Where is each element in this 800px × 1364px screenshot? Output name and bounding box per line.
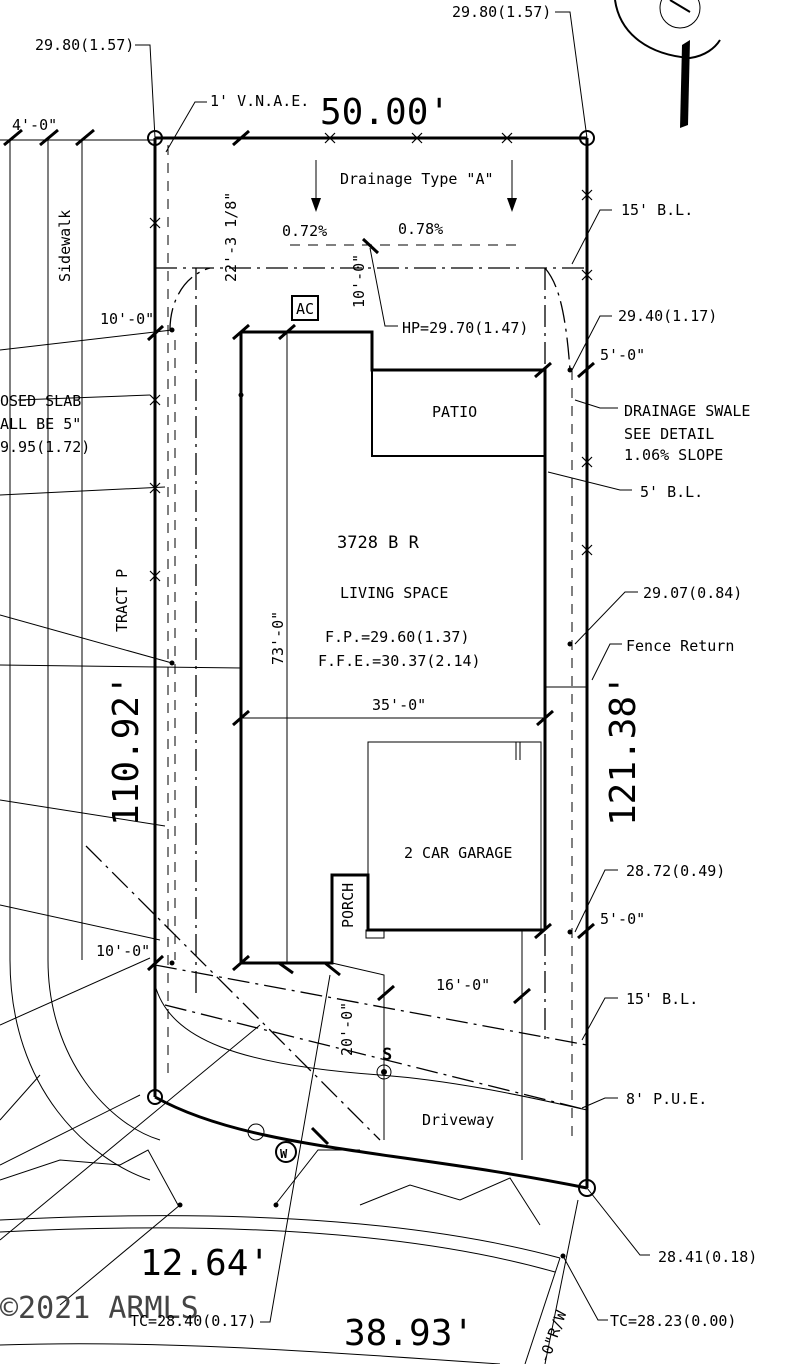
elevation-corner-br: 28.41(0.18) <box>658 1248 757 1266</box>
slope-left: 0.72% <box>282 222 327 240</box>
ffe-label: F.F.E.=30.37(2.14) <box>318 652 481 670</box>
sewer-label: S <box>382 1045 392 1065</box>
swale-note-3: 1.06% SLOPE <box>624 446 723 464</box>
elevation-right-3: 28.72(0.49) <box>626 862 725 880</box>
pue-label: 8' P.U.E. <box>626 1090 707 1108</box>
arc-length-dimension: 12.64' <box>140 1243 270 1284</box>
tc-left-label: TC=28.40(0.17) <box>130 1312 256 1330</box>
sidewalk-width: 4'-0" <box>12 116 57 134</box>
ac-offset-dimension: 10'-0" <box>350 254 368 308</box>
house-footprint <box>239 295 587 965</box>
driveway-depth-dimension: 20'-0" <box>338 1002 356 1056</box>
street-length-dimension: 38.93' <box>344 1313 474 1354</box>
lot-boundary <box>147 130 596 1197</box>
slab-note-3: 9.95(1.72) <box>0 438 90 456</box>
drainage-type-label: Drainage Type "A" <box>340 170 494 188</box>
fp-label: F.P.=29.60(1.37) <box>325 628 470 646</box>
right-of-way-label: -0"R/W <box>535 1307 571 1364</box>
house-model: 3728 B R <box>337 533 420 553</box>
bl-side-label: 5' B.L. <box>640 483 703 501</box>
street-curbs <box>0 1149 579 1364</box>
ac-label: AC <box>296 300 314 318</box>
water-label: W <box>280 1147 288 1161</box>
elevation-top-left: 29.80(1.57) <box>35 36 134 54</box>
driveway <box>154 930 588 1160</box>
side-offset-bottom: 5'-0" <box>600 910 645 928</box>
side-offset-top: 5'-0" <box>600 346 645 364</box>
fence-markers <box>149 132 593 582</box>
drainage-arrows <box>311 160 517 212</box>
driveway-label: Driveway <box>422 1111 494 1129</box>
vnae-label: 1' V.N.A.E. <box>210 92 309 110</box>
living-space-label: LIVING SPACE <box>340 584 448 602</box>
garage-door-dimension: 16'-0" <box>436 976 490 994</box>
swale-note-1: DRAINAGE SWALE <box>624 402 750 420</box>
slab-note-1: OSED SLAB <box>0 392 81 410</box>
garage-label: 2 CAR GARAGE <box>404 844 512 862</box>
sidewalk-label: Sidewalk <box>56 210 74 282</box>
front-offset-top: 10'-0" <box>100 310 154 328</box>
tc-right-label: TC=28.23(0.00) <box>610 1312 736 1330</box>
easement-line <box>85 845 381 1141</box>
swale-note-2: SEE DETAIL <box>624 425 714 443</box>
watermark-text: ©2021 ARMLS <box>0 1291 199 1326</box>
rear-setback-dimension: 22'-3 1/8" <box>222 192 240 282</box>
slab-note-2: ALL BE 5" <box>0 415 81 433</box>
left-depth-dimension: 110.92' <box>106 674 147 826</box>
sidewalk-lines <box>0 128 161 1181</box>
house-depth-dimension: 73'-0" <box>269 611 287 665</box>
north-arrow-icon <box>614 0 721 128</box>
elevation-top-right: 29.80(1.57) <box>452 3 551 21</box>
slope-right: 0.78% <box>398 220 443 238</box>
elevation-right-1: 29.40(1.17) <box>618 307 717 325</box>
drainage-swale <box>174 244 573 1140</box>
leader-lines <box>0 11 650 1323</box>
tract-label: TRACT P <box>113 569 131 632</box>
porch-label: PORCH <box>339 883 357 928</box>
house-width-dimension: 35'-0" <box>372 696 426 714</box>
right-depth-dimension: 121.38' <box>603 674 644 826</box>
top-width-dimension: 50.00' <box>320 92 450 133</box>
dimension-ticks <box>146 129 595 1146</box>
fence-return-label: Fence Return <box>626 637 734 655</box>
bl-front-label: 15' B.L. <box>626 990 698 1008</box>
high-point-label: HP=29.70(1.47) <box>402 319 528 337</box>
bl-rear-label: 15' B.L. <box>621 201 693 219</box>
rear-offset-bottom: 10'-0" <box>96 942 150 960</box>
elevation-right-2: 29.07(0.84) <box>643 584 742 602</box>
patio-label: PATIO <box>432 403 477 421</box>
utility-symbols <box>169 327 573 1259</box>
